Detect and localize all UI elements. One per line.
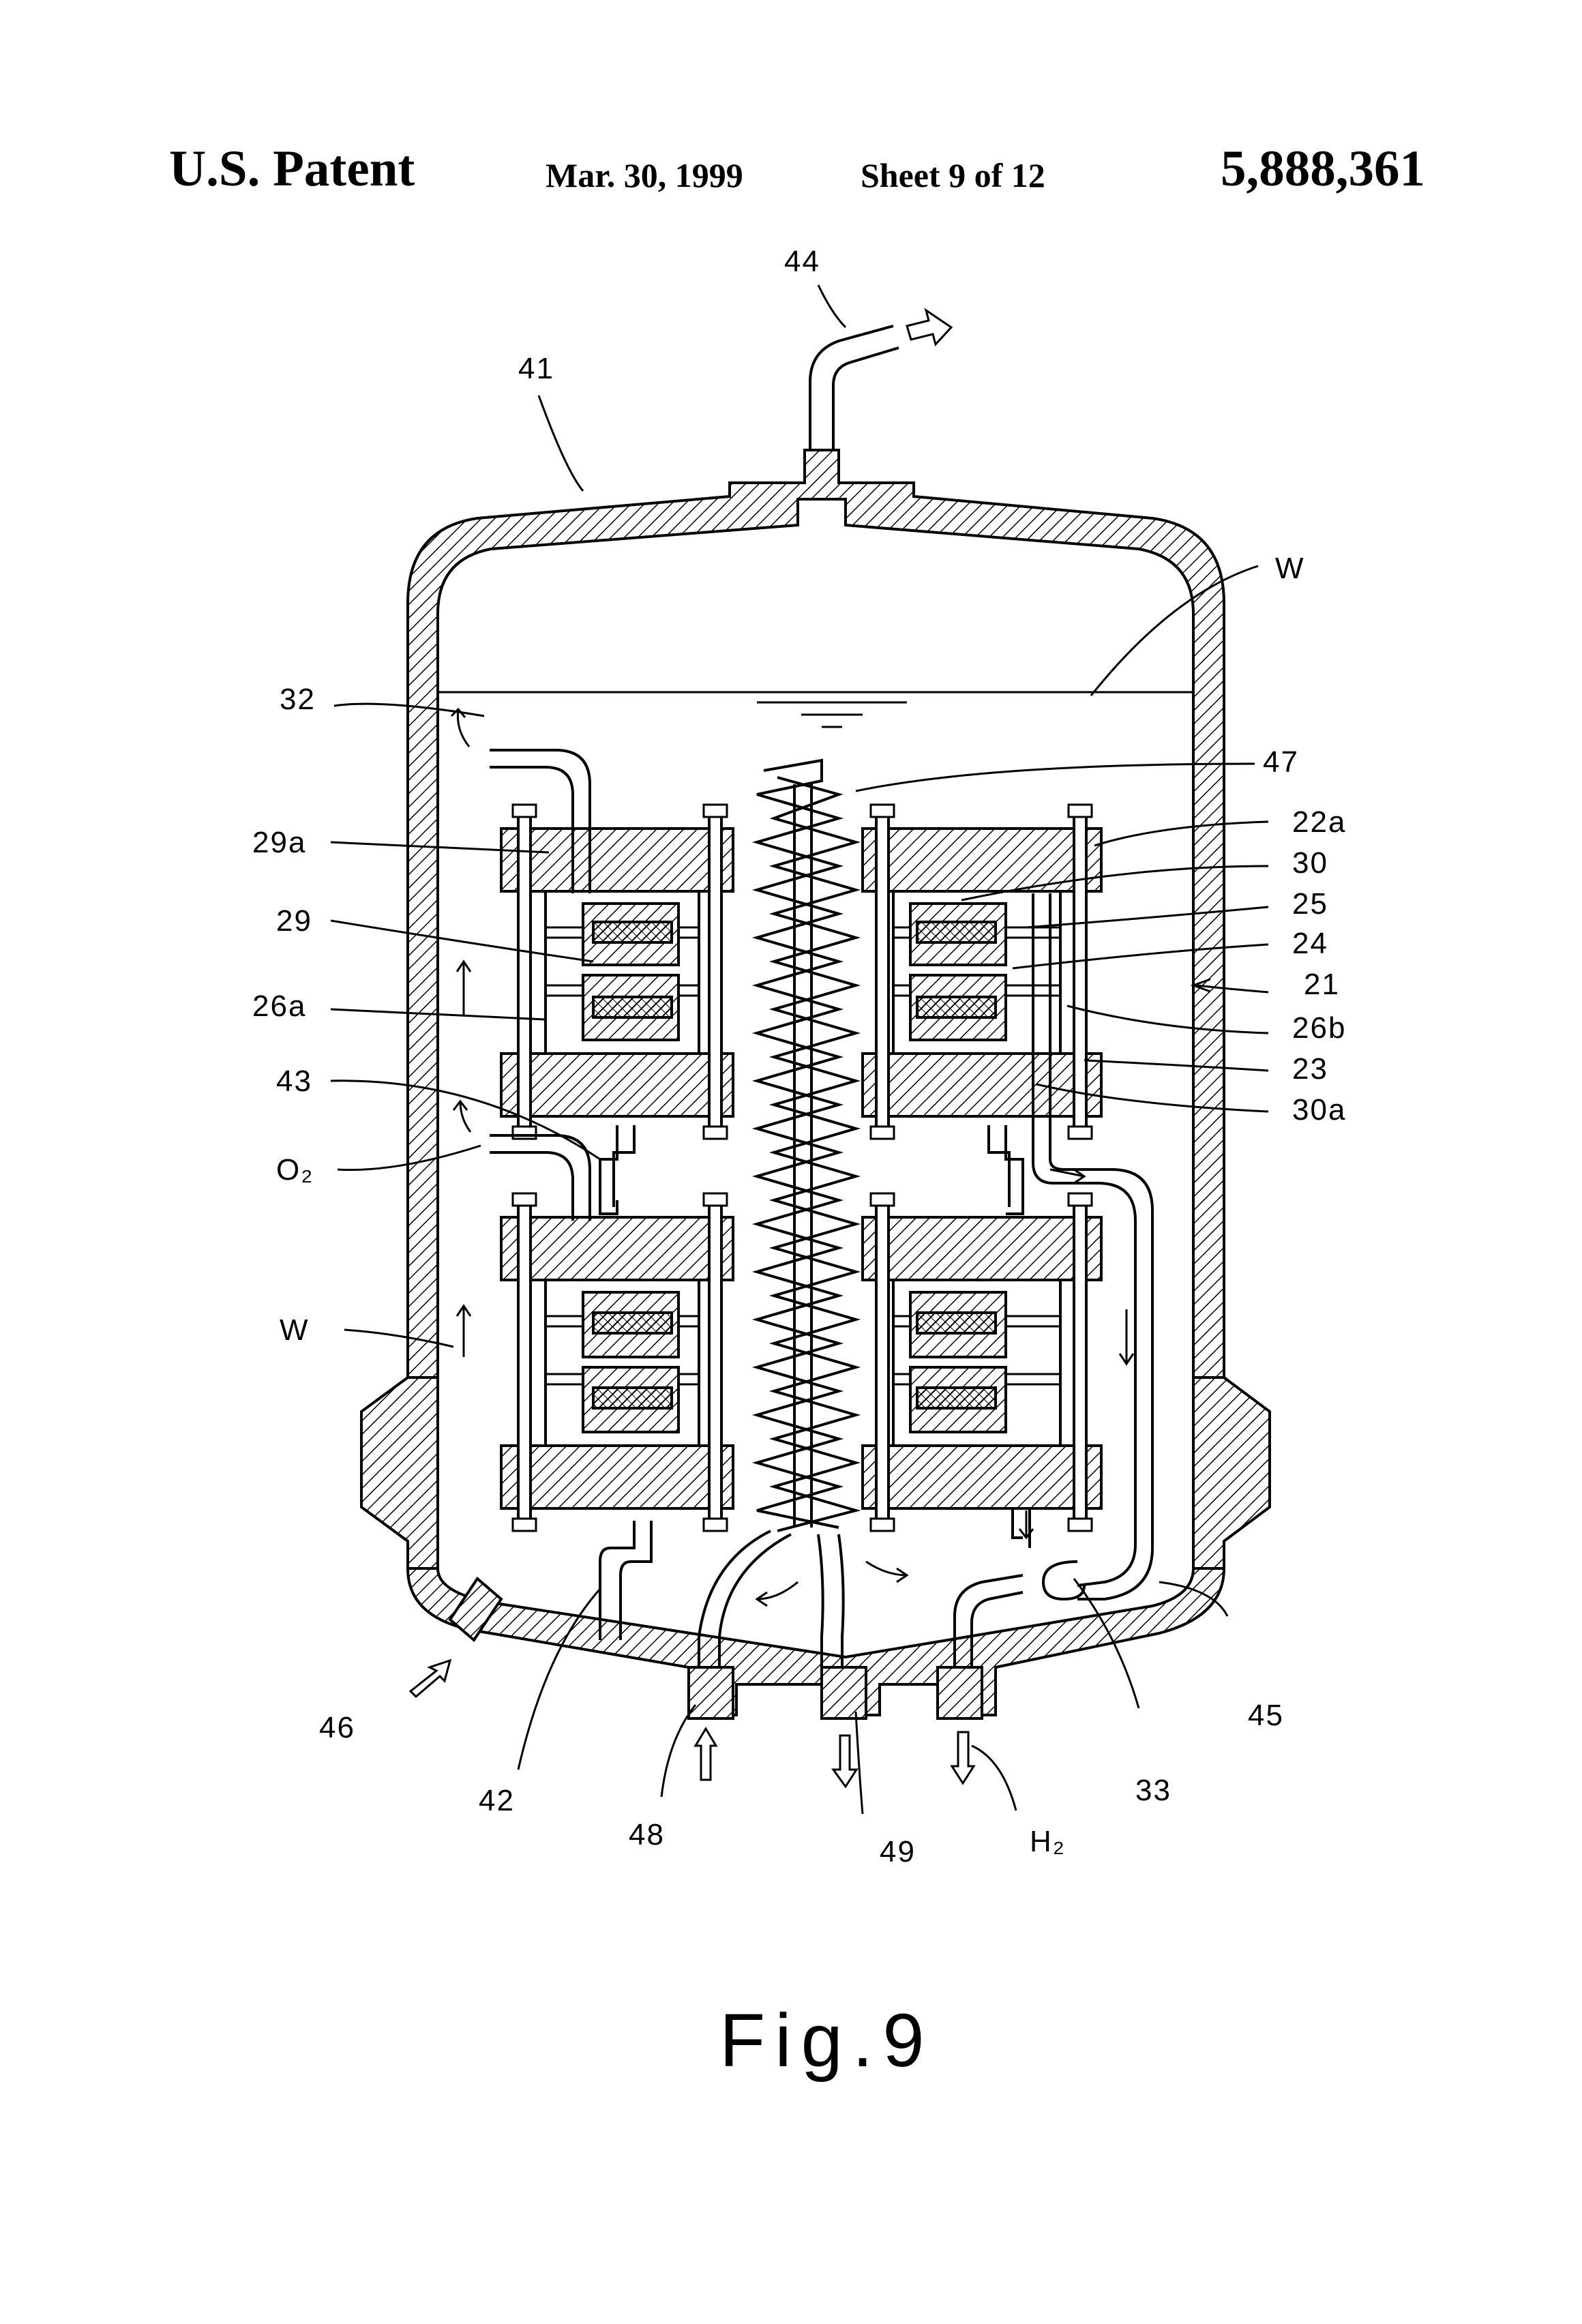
label-41: 41 [518, 352, 554, 385]
lower-stack [501, 1204, 1101, 1521]
label-33: 33 [1135, 1774, 1171, 1807]
label-49: 49 [880, 1835, 916, 1868]
label-47: 47 [1263, 745, 1299, 779]
label-h2: H₂ [1030, 1825, 1066, 1858]
label-43: 43 [276, 1064, 312, 1098]
label-46: 46 [319, 1711, 355, 1744]
figure-caption: Fig.9 [719, 1999, 934, 2083]
label-44: 44 [784, 245, 820, 278]
label-w-side: W [280, 1313, 310, 1347]
label-42: 42 [479, 1784, 515, 1817]
pressure-vessel [361, 450, 1270, 1715]
label-26a: 26a [252, 989, 306, 1023]
label-30a: 30a [1292, 1093, 1346, 1127]
label-30: 30 [1292, 846, 1328, 880]
label-32: 32 [280, 683, 316, 716]
label-24: 24 [1292, 927, 1328, 960]
label-45: 45 [1248, 1699, 1284, 1732]
label-25: 25 [1292, 887, 1328, 921]
label-29a: 29a [252, 826, 306, 859]
label-22a: 22a [1292, 805, 1346, 839]
label-26b: 26b [1292, 1011, 1346, 1045]
label-48: 48 [629, 1818, 665, 1851]
water-level [438, 692, 1193, 727]
label-o2: O₂ [276, 1153, 314, 1187]
label-w-top: W [1275, 552, 1305, 585]
label-29: 29 [276, 904, 312, 938]
bottom-nozzles [689, 1667, 982, 1718]
label-21: 21 [1304, 968, 1340, 1001]
outlet-nozzle-44 [810, 310, 951, 450]
label-23: 23 [1292, 1052, 1328, 1086]
